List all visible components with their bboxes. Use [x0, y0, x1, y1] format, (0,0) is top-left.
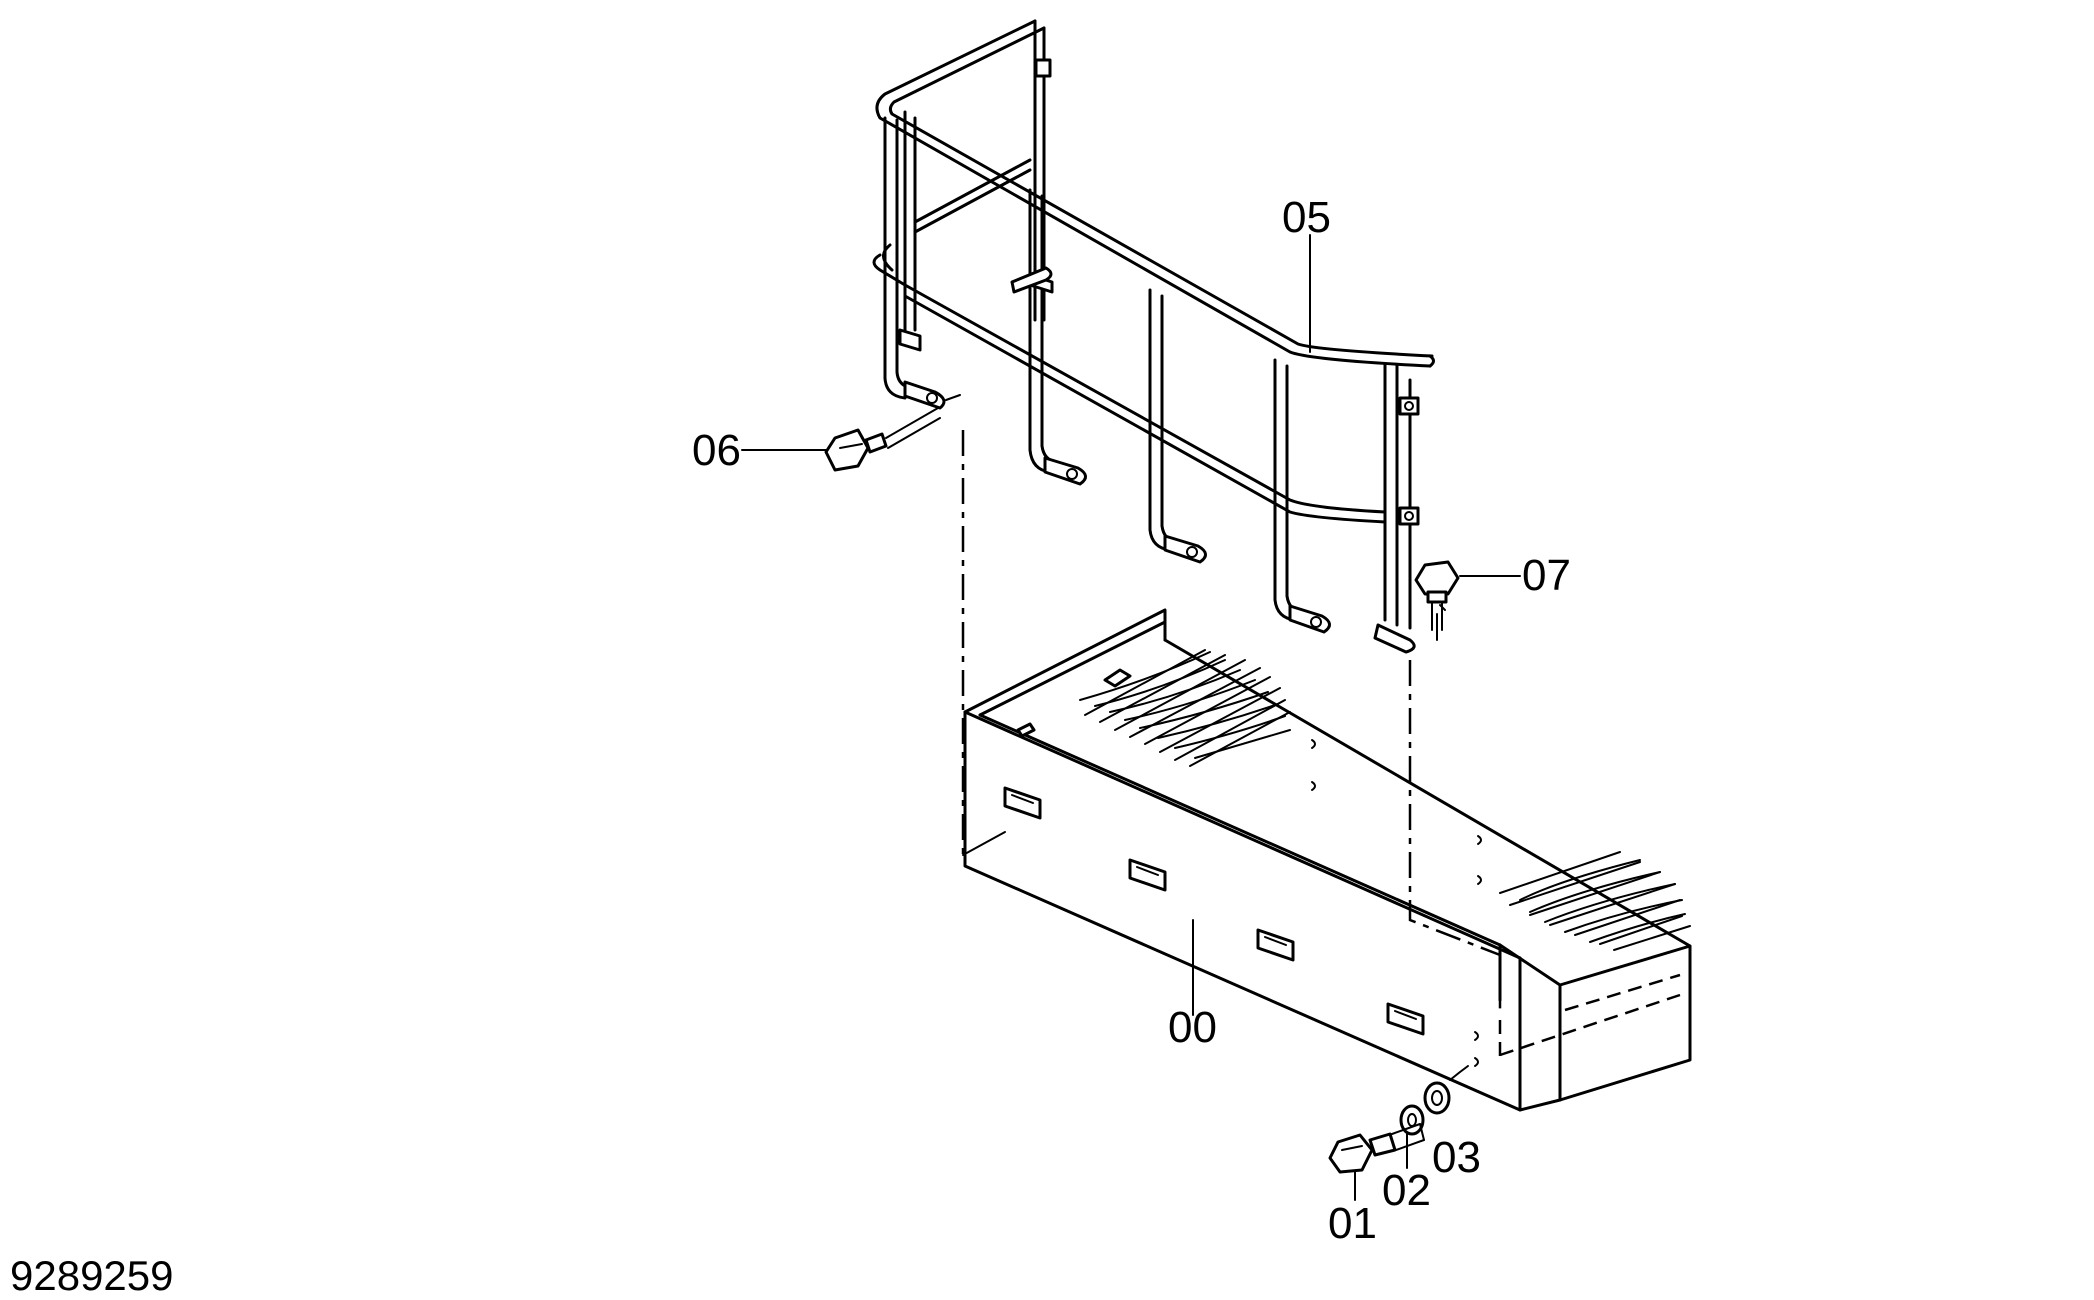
callout-03: 03 [1432, 1133, 1481, 1182]
rail-brackets [898, 58, 1420, 654]
leader-lines [741, 234, 1521, 1201]
grating-upper [1079, 649, 1291, 767]
lock-washer-02 [1399, 1104, 1425, 1136]
grating-lower [1499, 851, 1691, 951]
callout-02: 02 [1382, 1166, 1431, 1215]
callout-06: 06 [692, 426, 741, 475]
callout-00: 00 [1168, 1003, 1217, 1052]
callout-01: 01 [1328, 1199, 1377, 1248]
bolt-06 [824, 394, 961, 472]
mounting-blocks [1003, 668, 1425, 1036]
drawing-reference-number: 9289259 [10, 1252, 174, 1299]
assembly-lines [961, 430, 1502, 1060]
callout-07: 07 [1522, 551, 1571, 600]
step-platform [963, 608, 1692, 1112]
handrail [872, 19, 1435, 654]
bolt-07 [1414, 560, 1460, 641]
platform-holes [1311, 739, 1482, 1067]
callout-05: 05 [1282, 193, 1331, 242]
flat-washer-03 [1423, 1081, 1451, 1115]
bolt-01 [1328, 1123, 1425, 1174]
